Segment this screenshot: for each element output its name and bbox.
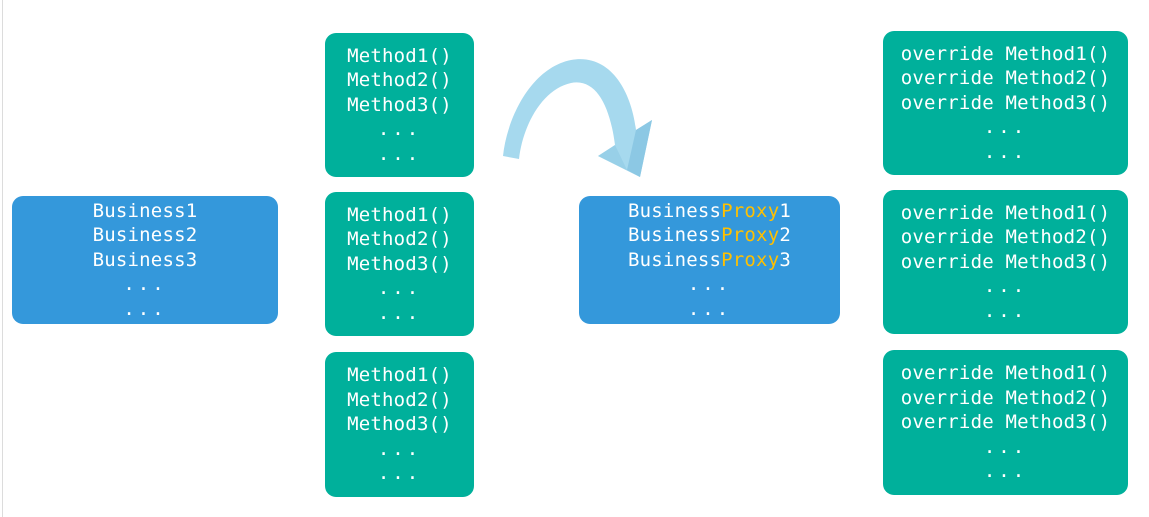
business-line-1: Business1 (92, 199, 198, 222)
override-box-1[interactable]: override Method1() override Method2() ov… (883, 31, 1128, 175)
override-box-2[interactable]: override Method1() override Method2() ov… (883, 190, 1128, 334)
method-2-ellipsis-2: ... (377, 301, 422, 324)
business-ellipsis-1: ... (123, 273, 167, 296)
method-2-line-3: Method3() (347, 252, 452, 275)
business-proxy-box[interactable]: BusinessProxy1 BusinessProxy2 BusinessPr… (579, 196, 840, 324)
business-line-3: Business3 (92, 248, 198, 271)
override-3-ellipsis-1: ... (983, 435, 1028, 458)
override-2-line-3: override Method3() (900, 250, 1111, 273)
proxy-line-1-accent: Proxy (721, 199, 780, 222)
override-1-line-2: override Method2() (900, 67, 1111, 90)
proxy-line-2-prefix: Business (628, 224, 722, 247)
override-1-ellipsis-2: ... (983, 140, 1028, 163)
override-2-ellipsis-2: ... (983, 299, 1028, 322)
override-box-3[interactable]: override Method1() override Method2() ov… (883, 350, 1128, 495)
proxy-line-3: BusinessProxy3 (628, 248, 791, 273)
proxy-line-2: BusinessProxy2 (628, 223, 791, 248)
override-1-line-3: override Method3() (900, 91, 1111, 114)
override-2-ellipsis-1: ... (983, 275, 1028, 298)
business-line-2: Business2 (92, 224, 198, 247)
method-3-ellipsis-2: ... (377, 462, 422, 485)
proxy-line-2-suffix: 2 (779, 224, 791, 247)
override-1-line-1: override Method1() (900, 42, 1111, 65)
method-box-1[interactable]: Method1() Method2() Method3() ... ... (325, 33, 474, 177)
override-3-line-2: override Method2() (900, 386, 1111, 409)
proxy-line-1-suffix: 1 (779, 199, 791, 222)
proxy-line-3-prefix: Business (628, 248, 722, 271)
method-1-line-2: Method2() (347, 69, 452, 92)
method-box-2[interactable]: Method1() Method2() Method3() ... ... (325, 192, 474, 336)
method-2-line-1: Method1() (347, 203, 452, 226)
method-3-line-2: Method2() (347, 388, 452, 411)
proxy-ellipsis-1: ... (687, 273, 732, 296)
override-3-line-1: override Method1() (900, 362, 1111, 385)
proxy-line-3-suffix: 3 (779, 248, 791, 271)
business-box[interactable]: Business1 Business2 Business3 ... ... (12, 196, 278, 324)
method-3-line-1: Method1() (347, 364, 452, 387)
proxy-line-1: BusinessProxy1 (628, 199, 791, 224)
override-3-ellipsis-2: ... (983, 460, 1028, 483)
left-guide-rule (2, 0, 3, 517)
business-ellipsis-2: ... (123, 297, 167, 320)
method-1-ellipsis-1: ... (377, 118, 422, 141)
method-1-line-3: Method3() (347, 93, 452, 116)
method-1-line-1: Method1() (347, 44, 452, 67)
method-3-line-3: Method3() (347, 413, 452, 436)
override-2-line-2: override Method2() (900, 226, 1111, 249)
proxy-line-1-prefix: Business (628, 199, 722, 222)
proxy-ellipsis-2: ... (687, 297, 732, 320)
method-1-ellipsis-2: ... (377, 142, 422, 165)
method-2-line-2: Method2() (347, 228, 452, 251)
method-box-3[interactable]: Method1() Method2() Method3() ... ... (325, 352, 474, 497)
override-3-line-3: override Method3() (900, 411, 1111, 434)
proxy-line-2-accent: Proxy (721, 224, 780, 247)
override-2-line-1: override Method1() (900, 201, 1111, 224)
method-2-ellipsis-1: ... (377, 277, 422, 300)
override-1-ellipsis-1: ... (983, 116, 1028, 139)
curved-transform-arrow-icon (503, 59, 652, 177)
method-3-ellipsis-1: ... (377, 437, 422, 460)
proxy-line-3-accent: Proxy (721, 248, 780, 271)
